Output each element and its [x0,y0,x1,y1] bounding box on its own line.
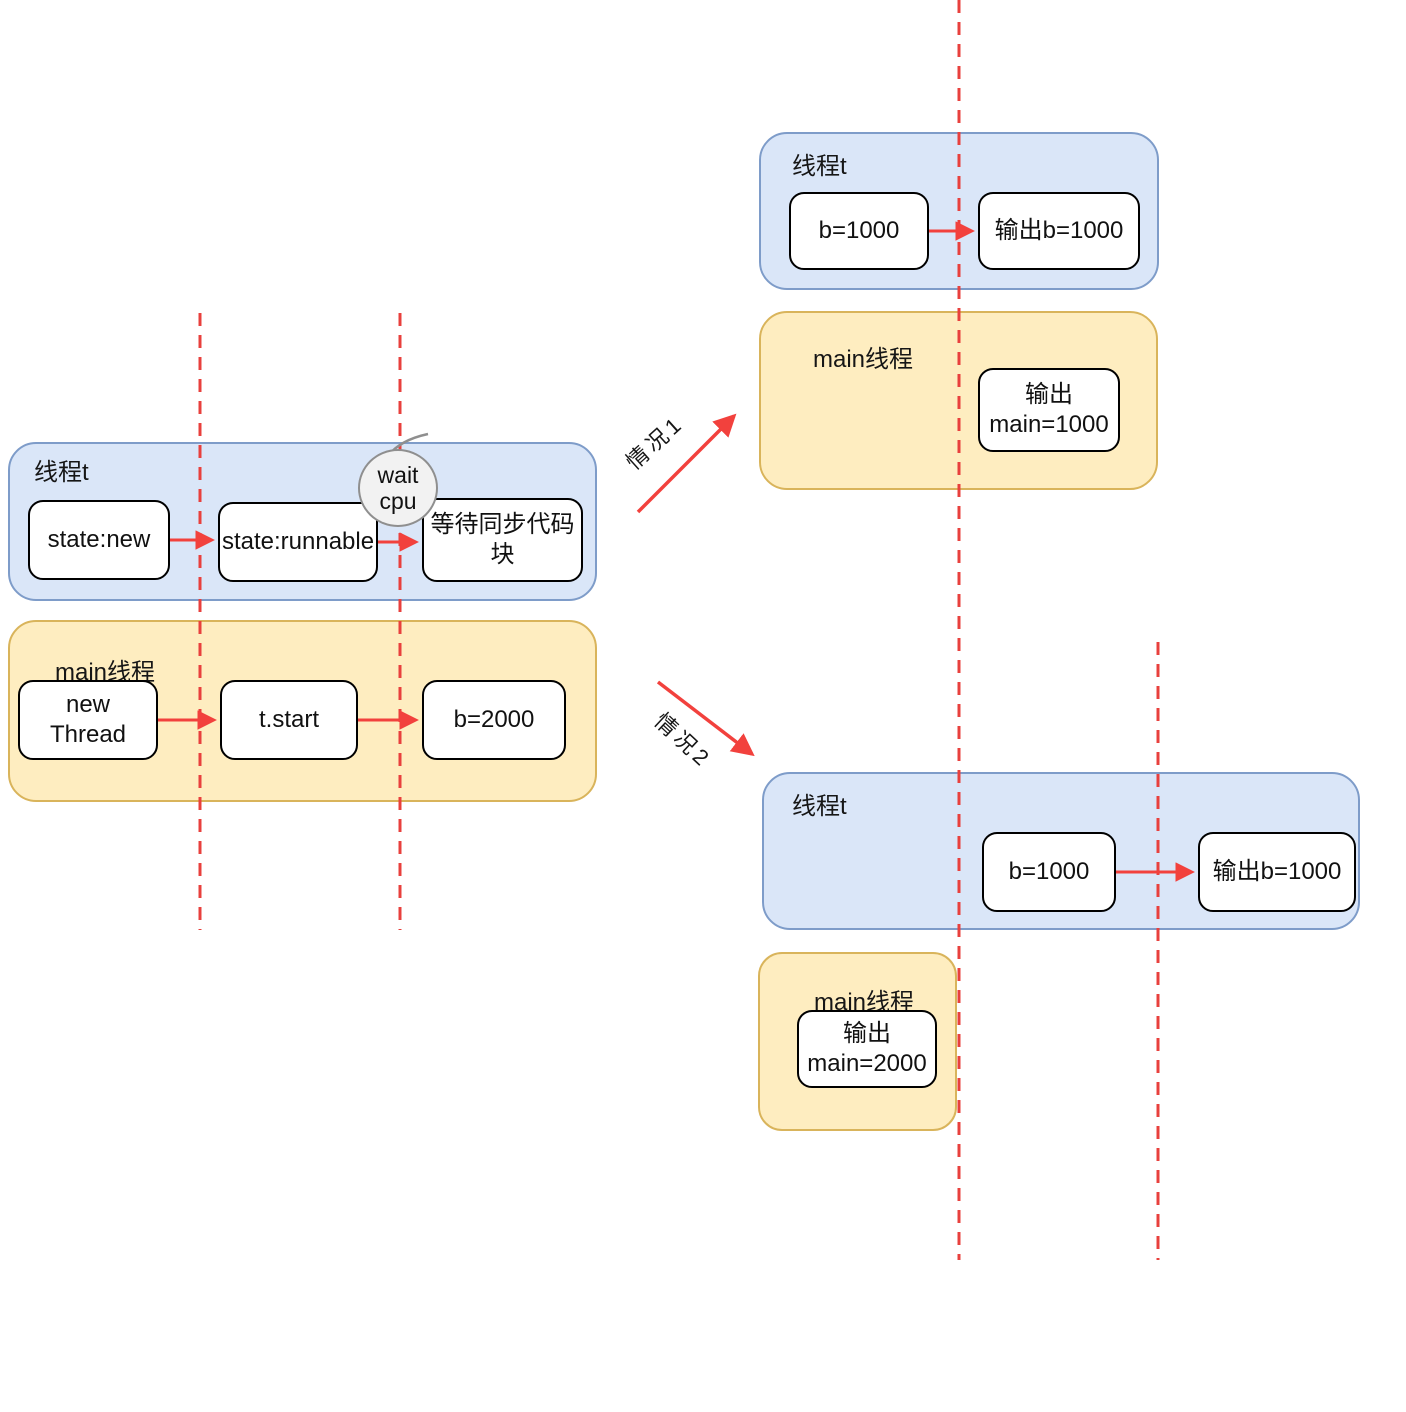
node-output-b-1000-s2: 输出b=1000 [1198,832,1356,912]
left-thread-t-title: 线程t [34,459,89,486]
node-wait-sync-block: 等待同步代码块 [422,498,583,582]
scenario2-arrow [656,680,755,757]
node-output-b-1000-s1: 输出b=1000 [978,192,1140,270]
node-t-start: t.start [220,680,358,760]
node-b-1000-s2: b=1000 [982,832,1116,912]
node-state-new: state:new [28,500,170,580]
scenario2-arrow-label: 情况2 [650,708,717,773]
node-state-runnable: state:runnable [218,502,378,582]
wait-cpu-callout: wait cpu [358,449,438,527]
scenario2-thread-t-title: 线程t [792,793,847,820]
scenario1-main-title: main线程 [813,346,914,373]
scenario1-arrow-label: 情况1 [621,410,688,474]
node-output-main-2000: 输出 main=2000 [797,1010,937,1088]
node-b-2000: b=2000 [422,680,566,760]
scenario1-arrow [636,413,737,514]
scenario1-thread-t-title: 线程t [792,153,847,180]
node-output-main-1000: 输出 main=1000 [978,368,1120,452]
node-b-1000-s1: b=1000 [789,192,929,270]
node-new-thread: new Thread [18,680,158,760]
